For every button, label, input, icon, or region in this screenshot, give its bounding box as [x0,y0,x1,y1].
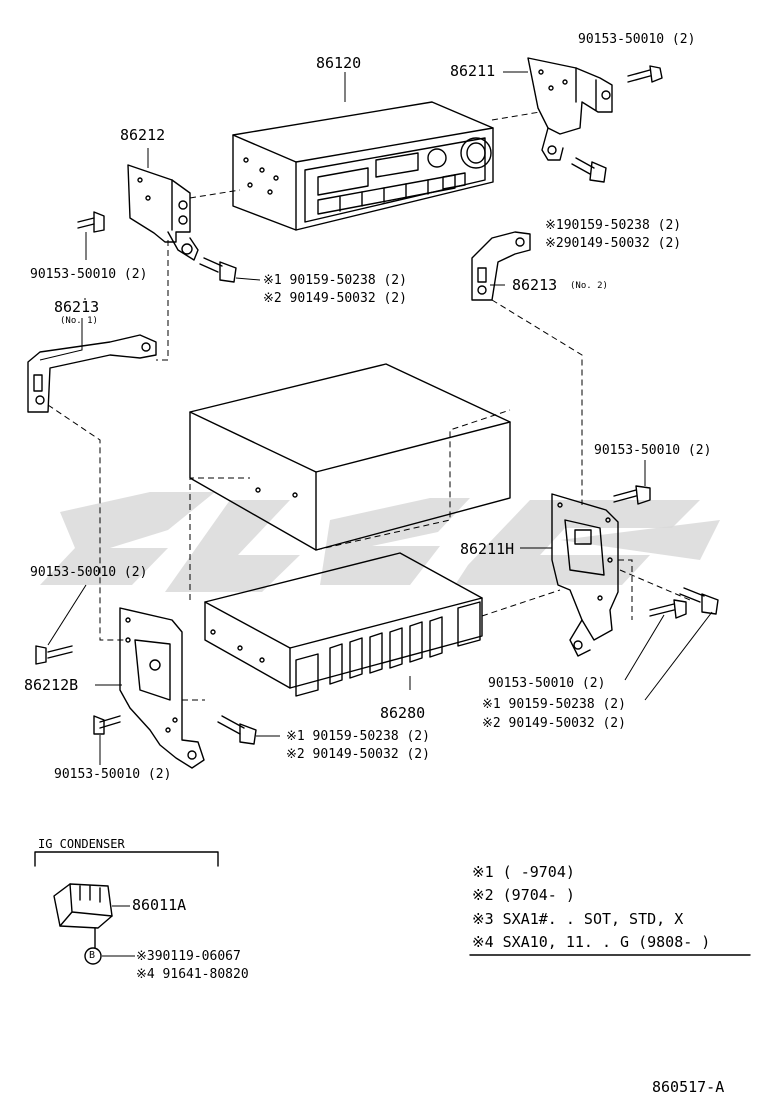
label-bracket-86212: 86212 [120,126,166,144]
radio-receiver [232,101,494,231]
label-bolt-right-lower: 90153-50010 (2) [488,676,606,691]
label-bolt-right-lower-a: ※1 90159-50238 (2) [482,697,626,712]
ig-condenser-bracket [34,851,219,867]
label-amplifier: 86280 [380,704,426,722]
legend-line-1: ※1 ( -9704) [472,863,575,881]
label-bolt-center-lower-a: ※1 90159-50238 (2) [286,729,430,744]
circle-b-marker [84,947,102,965]
label-bolt-center-lower-b: ※2 90149-50032 (2) [286,747,430,762]
ig-condenser-title: IG CONDENSER [38,837,125,851]
bracket-86211H [551,493,619,657]
amplifier-86280 [204,552,483,697]
legend-line-2: ※2 (9704- ) [472,886,575,904]
label-stay-no1: 86213 [54,298,100,316]
leader-lines [39,71,713,957]
legend-line-3: ※3 SXA1#. . SOT, STD, X [472,910,684,928]
stay-86213-no1 [27,334,157,413]
label-bolt-left-lower: 90153-50010 (2) [54,767,172,782]
ig-condenser-part [53,883,113,949]
label-bolt-left-upper: 90153-50010 (2) [30,267,148,282]
ig-condenser-note-a: ※390119-06067 [136,949,241,964]
alignment-guides [47,111,691,701]
label-condenser: 86011A [132,896,187,914]
label-bolt-left-mid: 90153-50010 (2) [30,565,148,580]
label-bolt-top-right: 90153-50010 (2) [578,32,696,47]
label-radio-receiver: 86120 [316,54,362,72]
label-bolt-right-upper-a: ※190159-50238 (2) [545,218,682,233]
figure-code: 860517-A [652,1078,725,1096]
bracket-86211 [527,57,613,161]
label-bolt-right-upper-b: ※290149-50032 (2) [545,236,682,251]
label-bracket-86211: 86211 [450,62,496,80]
circle-b-letter: B [89,950,96,961]
label-bolt-left-upper-a: ※1 90159-50238 (2) [263,273,407,288]
bracket-86212B [119,607,205,769]
label-stay-no2-note: (No. 2) [570,281,608,291]
label-bracket-86212B: 86212B [24,676,79,694]
watermark-logo [40,492,720,592]
bracket-86212 [127,164,199,261]
label-stay-no1-note: (No. 1) [60,316,98,326]
label-bolt-left-upper-b: ※2 90149-50032 (2) [263,291,407,306]
label-stay-no2: 86213 [512,276,558,294]
stay-86213-no2 [471,231,531,301]
ig-condenser-note-b: ※4 91641-80820 [136,967,249,982]
bolt-set [35,65,719,745]
label-bolt-right-lower-b: ※2 90149-50032 (2) [482,716,626,731]
label-bracket-86211H: 86211H [460,540,515,558]
legend-line-4: ※4 SXA10, 11. . G (9808- ) [472,933,711,951]
label-bolt-right-mid: 90153-50010 (2) [594,443,712,458]
